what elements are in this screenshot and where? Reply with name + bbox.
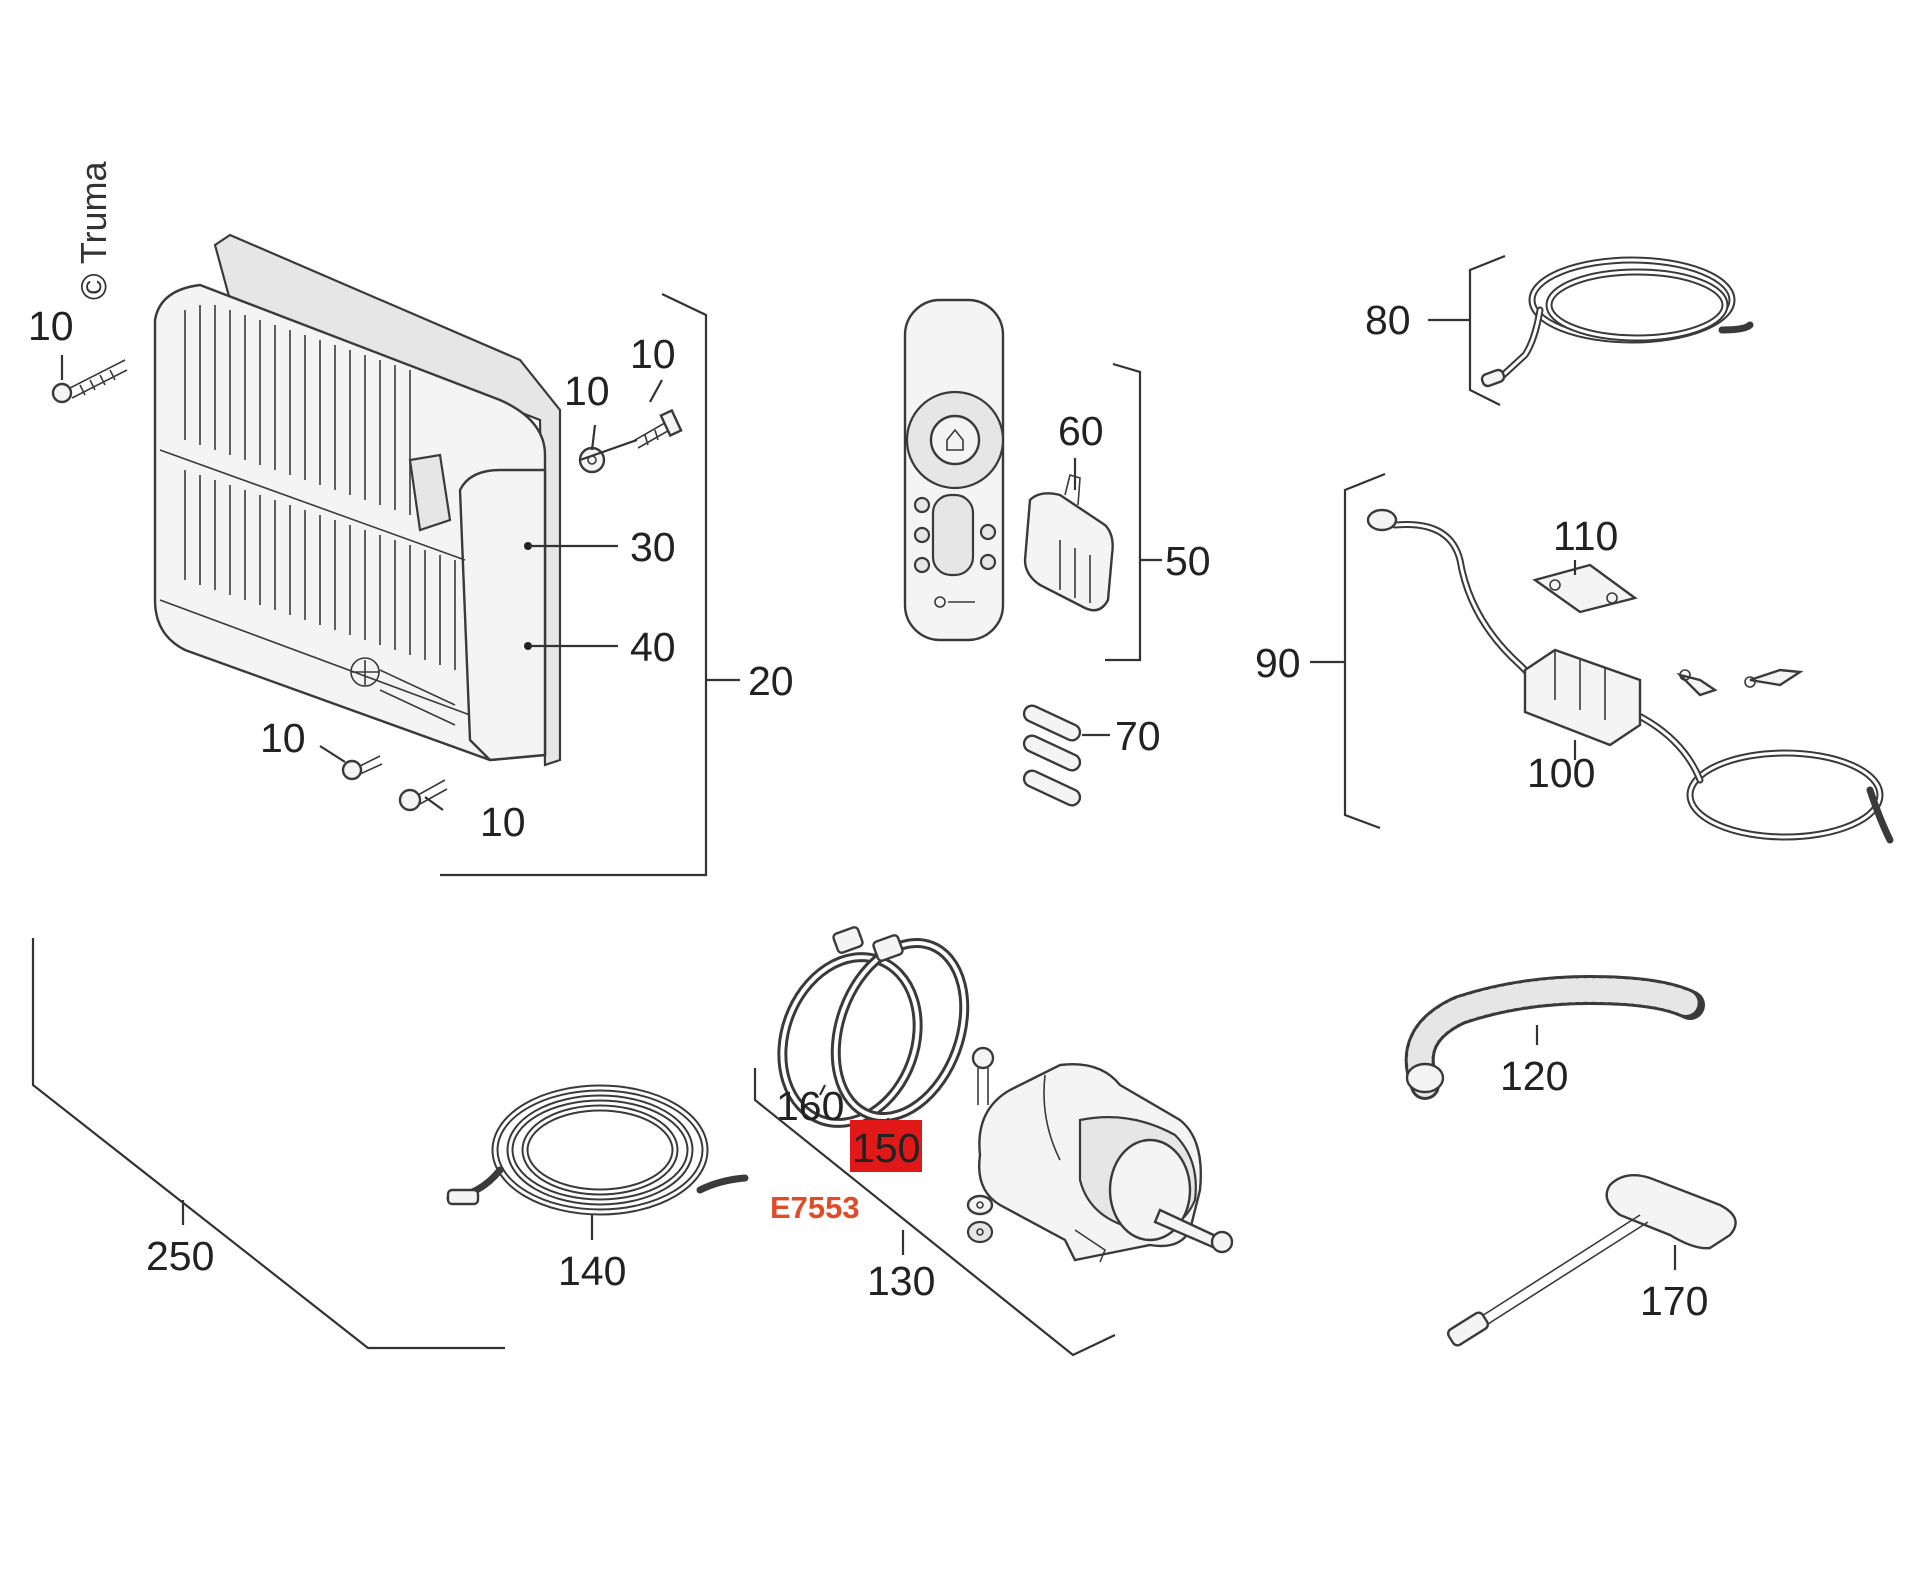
hose-120 <box>1404 974 1705 1100</box>
label-250: 250 <box>146 1233 214 1279</box>
label-110: 110 <box>1553 513 1618 559</box>
label-60: 60 <box>1058 408 1104 454</box>
hose-clamp-150 <box>830 934 970 1123</box>
cable-coil-140 <box>446 1084 749 1216</box>
label-90: 90 <box>1255 640 1301 686</box>
bracket-110 <box>1532 563 1638 614</box>
heater-unit <box>153 233 562 767</box>
label-120: 120 <box>1500 1053 1568 1099</box>
label-150: 150 <box>852 1125 920 1171</box>
label-10-left: 10 <box>28 303 74 349</box>
batteries <box>1022 704 1082 807</box>
copyright-text: © Truma <box>73 160 114 300</box>
part-code: E7553 <box>770 1190 860 1225</box>
label-40: 40 <box>630 624 676 670</box>
fuse-holder-100 <box>1523 648 1642 747</box>
label-100: 100 <box>1527 750 1595 796</box>
label-30: 30 <box>630 524 676 570</box>
label-140: 140 <box>558 1248 626 1294</box>
label-10-washer: 10 <box>564 368 610 414</box>
screw-mid-right <box>634 408 683 449</box>
t-wrench-170 <box>1446 1174 1737 1347</box>
cable-lugs <box>1676 668 1804 697</box>
screw-bottom-b <box>398 779 448 812</box>
label-50: 50 <box>1165 538 1211 584</box>
label-70: 70 <box>1115 713 1161 759</box>
remote-holder <box>1023 473 1114 612</box>
cable-harness-90 <box>1366 508 1894 844</box>
cable-80 <box>1480 256 1754 388</box>
blower-130 <box>966 1046 1234 1263</box>
truma-logo <box>350 657 456 726</box>
label-130: 130 <box>867 1258 935 1304</box>
washer-mid <box>578 446 606 474</box>
label-170: 170 <box>1640 1278 1708 1324</box>
screw-bottom-a <box>341 755 383 781</box>
highlight-box-150 <box>850 1120 922 1172</box>
label-80: 80 <box>1365 297 1411 343</box>
vent-slats <box>159 305 471 716</box>
label-160: 160 <box>776 1083 844 1129</box>
remote-control <box>903 298 1005 642</box>
label-10-bottom-right: 10 <box>480 799 526 845</box>
screw-left <box>51 359 128 404</box>
label-10-top-right: 10 <box>630 331 676 377</box>
label-20: 20 <box>748 658 794 704</box>
label-10-bottom-left: 10 <box>260 715 306 761</box>
